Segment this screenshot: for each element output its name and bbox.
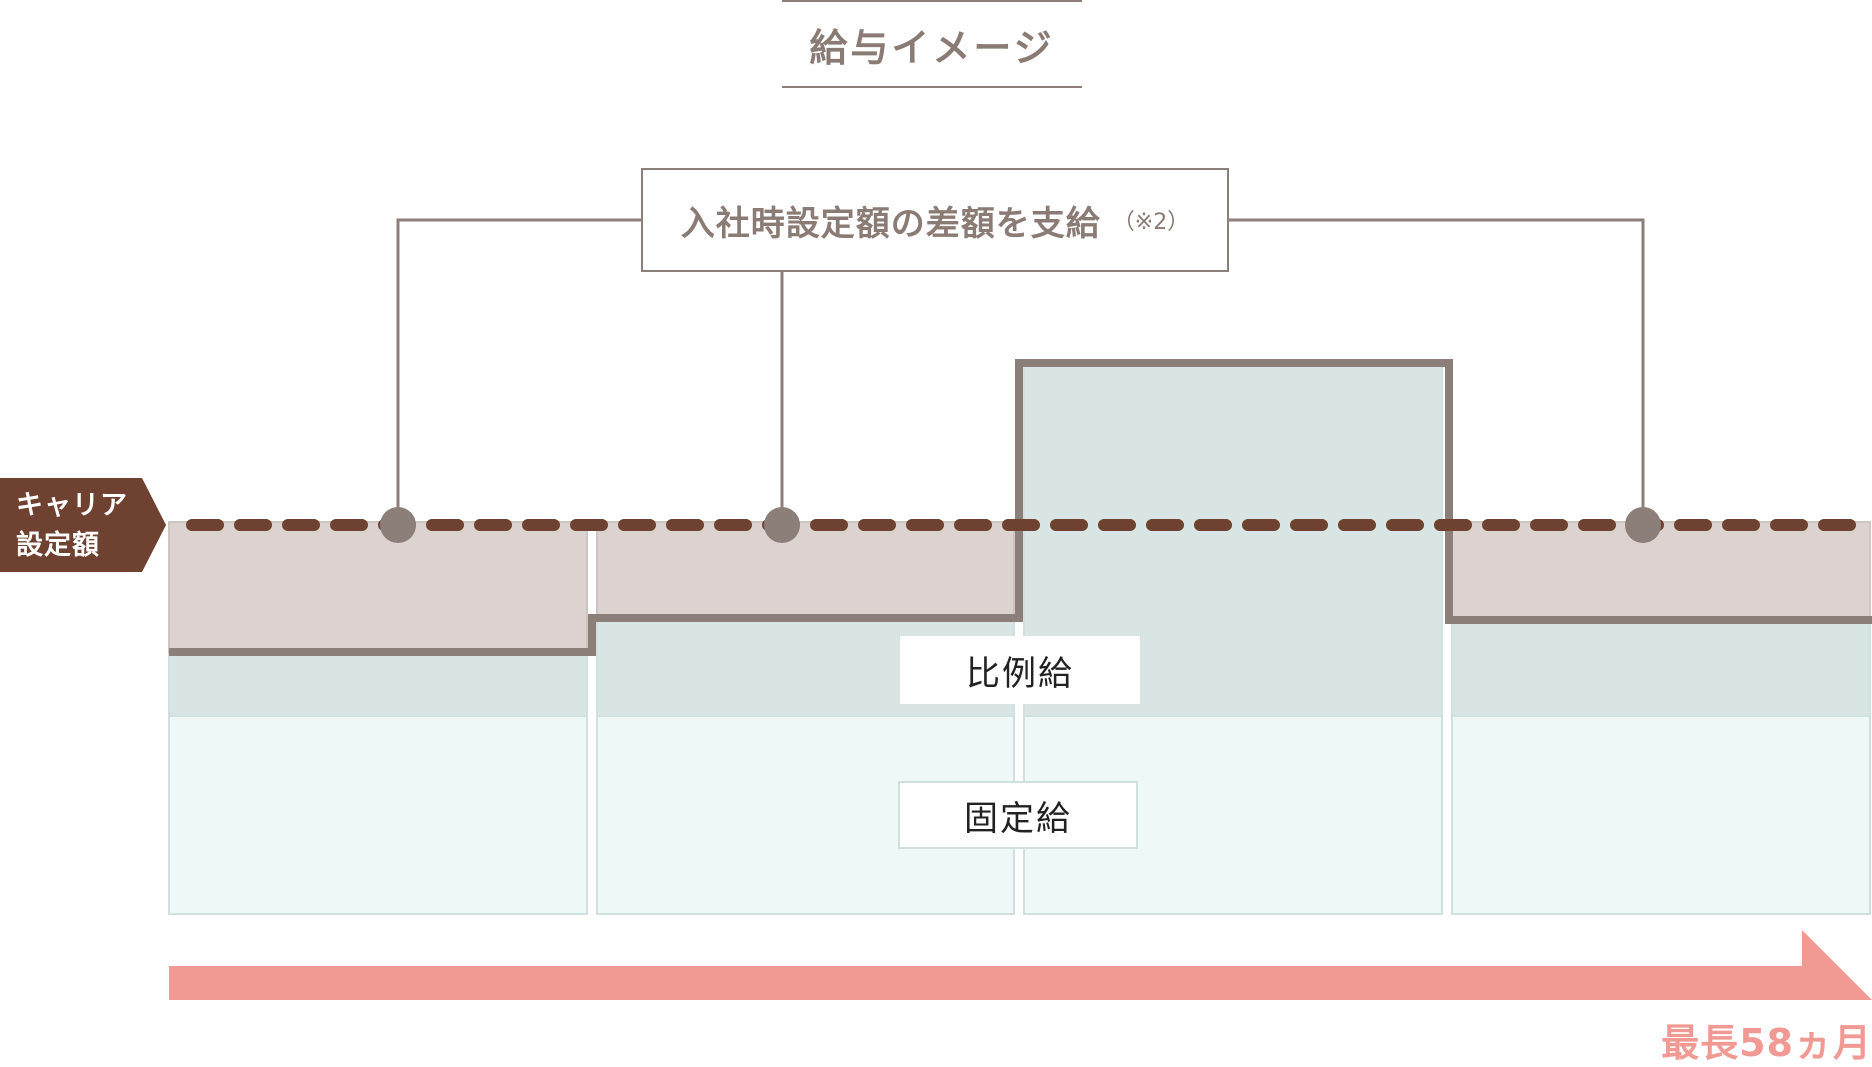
- period-2: [596, 521, 1015, 915]
- proportional-salary-label: 比例給: [900, 636, 1140, 704]
- timeline-arrow-icon: [169, 930, 1872, 1000]
- proportional-salary-block: [1451, 619, 1871, 717]
- fixed-salary-label: 固定給: [898, 781, 1138, 849]
- max-duration-label: 最長58ヵ月: [1661, 1021, 1872, 1065]
- difference-payment-callout: 入社時設定額の差額を支給 （※2）: [641, 168, 1229, 272]
- diagram-title: 給与イメージ: [782, 0, 1082, 88]
- callout-connectors: [396, 218, 1645, 525]
- career-amount-badge: キャリア 設定額: [0, 478, 168, 572]
- marker-period-2-icon: [764, 507, 800, 543]
- fixed-salary-block: [1451, 715, 1871, 915]
- marker-period-1-icon: [380, 507, 416, 543]
- career-label-line2: 設定額: [16, 530, 100, 561]
- callout-text: 入社時設定額の差額を支給: [680, 203, 1101, 244]
- period-4: [1451, 521, 1871, 915]
- connector-period-1: [396, 218, 641, 525]
- period-1: [168, 521, 588, 915]
- difference-payment-block: [168, 521, 588, 653]
- fixed-salary-block: [168, 715, 588, 915]
- difference-payment-block: [596, 521, 1015, 619]
- callout-note: （※2）: [1112, 210, 1190, 235]
- arrow-tag-icon: [0, 478, 166, 572]
- difference-payment-block: [1451, 521, 1871, 621]
- career-amount-label: キャリア 設定額: [16, 486, 156, 566]
- proportional-salary-block: [168, 651, 588, 717]
- career-label-line1: キャリア: [16, 490, 128, 521]
- salary-step-line: [169, 359, 1872, 656]
- connector-period-4: [1229, 218, 1645, 525]
- marker-period-4-icon: [1625, 507, 1661, 543]
